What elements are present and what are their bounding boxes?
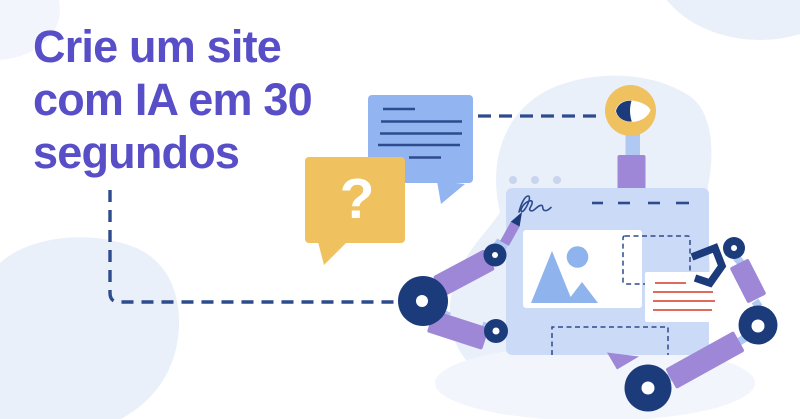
headline-line: segundos bbox=[33, 127, 240, 178]
image-placeholder bbox=[523, 230, 642, 308]
sun-icon bbox=[566, 246, 589, 268]
robot-arm-left bbox=[398, 212, 522, 350]
dashed-connector-headline-to-robot bbox=[108, 190, 396, 304]
head-stalk bbox=[625, 131, 640, 158]
dashed-placeholder-1 bbox=[622, 235, 691, 285]
pencil-body bbox=[500, 221, 520, 246]
headline: Crie um site com IA em 30 segundos bbox=[33, 20, 313, 179]
eye-pupil bbox=[616, 100, 632, 122]
dashed-placeholder-2 bbox=[551, 326, 669, 355]
arm-segment bbox=[427, 310, 489, 350]
arm-joint bbox=[484, 319, 508, 343]
text-card-lines bbox=[653, 282, 715, 311]
headline-line: Crie um site bbox=[33, 21, 282, 72]
arm-segment bbox=[433, 249, 495, 297]
window-dots bbox=[509, 176, 561, 184]
robot-head bbox=[605, 85, 656, 189]
arm-joint bbox=[723, 237, 745, 259]
arm-segment bbox=[666, 331, 744, 389]
message-bubble bbox=[368, 95, 473, 204]
wheel-joint bbox=[738, 305, 778, 345]
head-base bbox=[617, 155, 646, 189]
question-bubble-tail bbox=[318, 242, 347, 265]
question-mark: ? bbox=[340, 167, 375, 231]
message-lines bbox=[378, 107, 462, 159]
blob bbox=[666, 0, 800, 40]
headline-line: com IA em 30 bbox=[33, 74, 313, 125]
arm-segment bbox=[730, 259, 766, 303]
robot-arm-right bbox=[607, 237, 778, 412]
blob bbox=[0, 0, 60, 60]
mountain-icon bbox=[531, 251, 573, 303]
wheel-joint bbox=[624, 364, 672, 412]
message-bubble-tail bbox=[437, 181, 465, 204]
mountain-icon bbox=[566, 282, 598, 303]
blob bbox=[0, 237, 180, 419]
claw-icon bbox=[690, 243, 727, 288]
arm-connector-plate bbox=[607, 352, 639, 370]
question-bubble: ? bbox=[305, 157, 405, 265]
arm-joint bbox=[483, 243, 507, 267]
question-bubble-body bbox=[305, 157, 405, 243]
logo-scribble bbox=[518, 195, 552, 213]
pencil-tip bbox=[510, 212, 522, 227]
wheel-joint bbox=[398, 276, 448, 326]
browser-window bbox=[506, 85, 722, 355]
